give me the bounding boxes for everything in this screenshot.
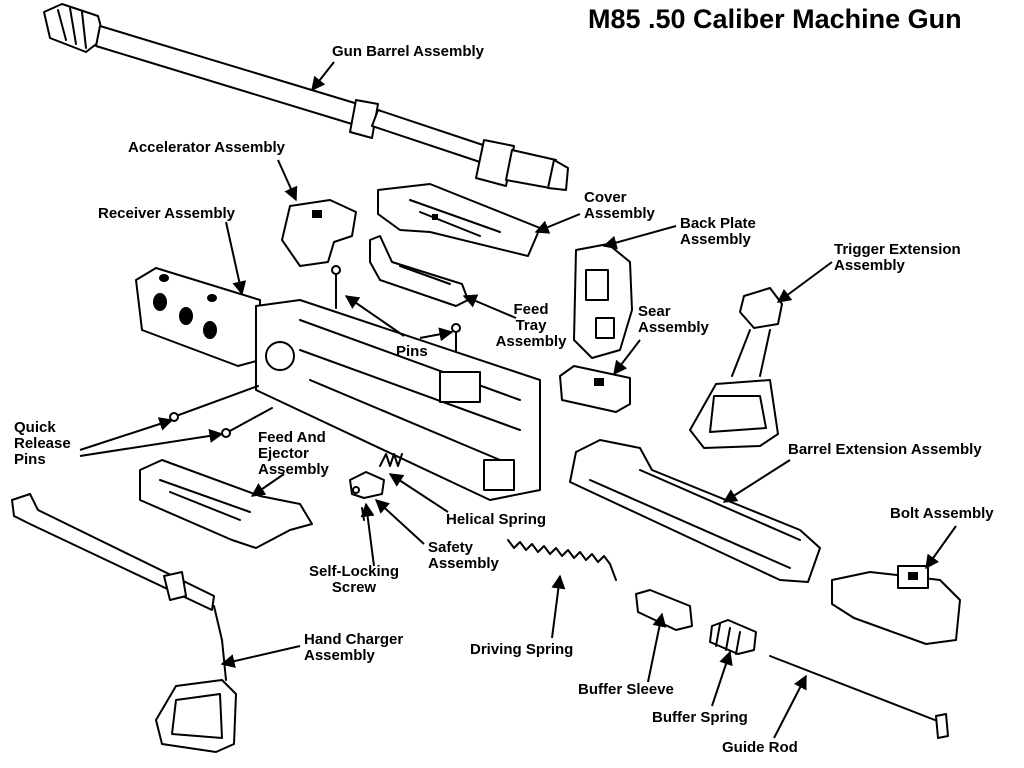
label-self-locking-screw: Self-Locking Screw <box>308 563 399 596</box>
label-back-plate-assembly: Back Plate Assembly <box>680 215 756 248</box>
label-pins: Pins <box>396 343 428 360</box>
label-feed-tray-assembly: Feed Tray Assembly <box>495 301 567 350</box>
label-gun-barrel-assembly: Gun Barrel Assembly <box>332 43 484 60</box>
back-plate-part <box>573 243 633 359</box>
label-hand-charger-assembly: Hand Charger Assembly <box>304 631 404 664</box>
label-accelerator-assembly: Accelerator Assembly <box>128 139 286 156</box>
label-receiver-assembly: Receiver Assembly <box>98 205 236 222</box>
label-buffer-spring: Buffer Spring <box>652 709 748 726</box>
label-trigger-extension-assembly: Trigger Extension Assembly <box>834 241 961 274</box>
label-bolt-assembly: Bolt Assembly <box>890 505 994 522</box>
safety-part <box>349 453 403 521</box>
label-quick-release-pins: Quick Release Pins <box>14 419 71 468</box>
label-safety-assembly: Safety Assembly <box>428 539 499 572</box>
receiver-part <box>135 267 541 501</box>
driving-spring-part <box>507 539 617 581</box>
label-cover-assembly: Cover Assembly <box>584 189 655 222</box>
label-driving-spring: Driving Spring <box>470 641 574 658</box>
sear-part <box>559 365 631 413</box>
label-sear-assembly: Sear Assembly <box>638 303 709 336</box>
feed-tray-part <box>369 235 469 307</box>
buffer-spring-part <box>709 619 757 655</box>
gun-barrel-part <box>43 3 569 191</box>
label-guide-rod: Guide Rod <box>722 739 798 756</box>
buffer-sleeve-part <box>635 589 693 631</box>
label-barrel-extension-assembly: Barrel Extension Assembly <box>788 441 982 458</box>
barrel-extension-part <box>569 439 821 583</box>
label-feed-ejector-assembly: Feed And Ejector Assembly <box>258 429 329 478</box>
label-buffer-sleeve: Buffer Sleeve <box>578 681 674 698</box>
bolt-part <box>831 565 961 645</box>
diagram-title: M85 .50 Caliber Machine Gun <box>588 4 962 34</box>
feed-ejector-part <box>139 459 313 549</box>
accelerator-part <box>281 199 357 267</box>
quick-release-pins-part <box>169 385 273 438</box>
trigger-extension-part <box>689 287 783 449</box>
hand-charger-part <box>11 493 237 753</box>
cover-part <box>377 183 541 257</box>
label-helical-spring: Helical Spring <box>446 511 547 528</box>
leader-lines <box>79 61 957 739</box>
guide-rod-part <box>769 655 949 739</box>
